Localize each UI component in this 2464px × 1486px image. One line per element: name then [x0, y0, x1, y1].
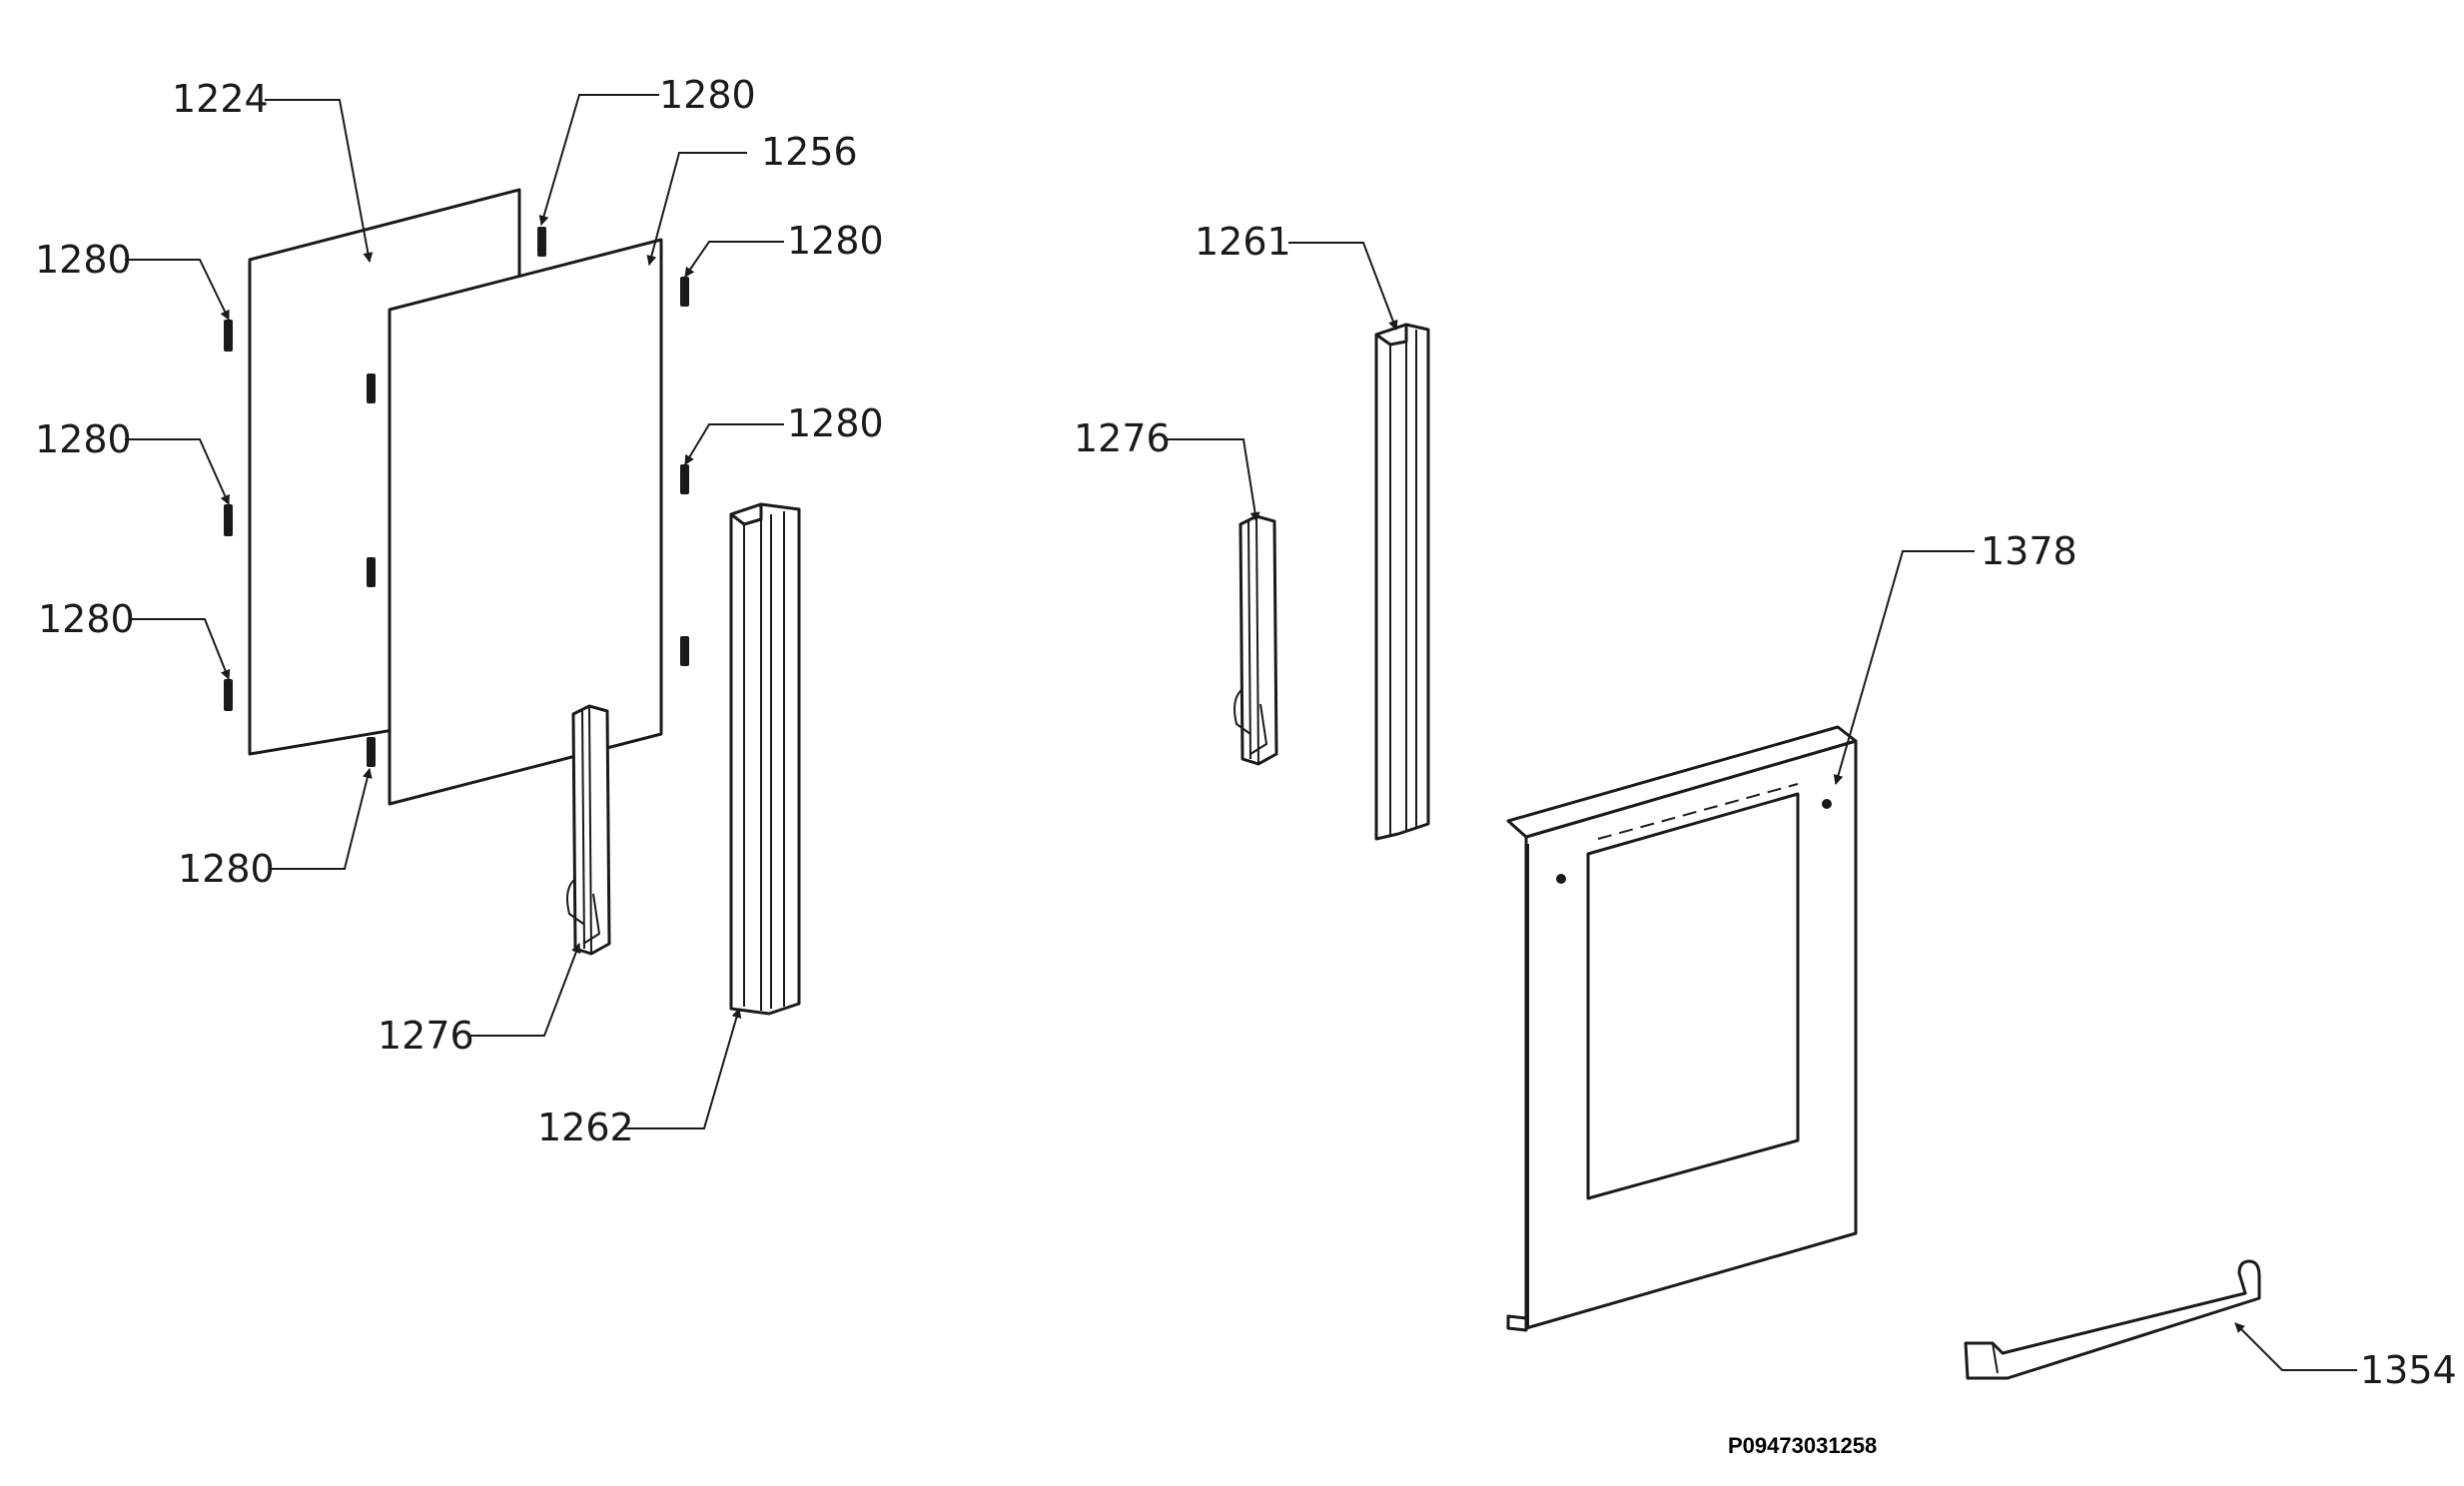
- handle-1354: [1964, 1259, 2261, 1380]
- side-bracket-1276-right: [1233, 514, 1278, 766]
- callout-1280-a: 1280: [35, 238, 132, 282]
- callout-1224: 1224: [172, 77, 269, 121]
- callout-1276-a: 1276: [378, 1014, 474, 1058]
- clips-1280-right: [537, 227, 689, 666]
- callout-1280-f: 1280: [787, 219, 884, 263]
- callout-1280-b: 1280: [35, 417, 132, 461]
- callout-1262: 1262: [537, 1106, 634, 1149]
- profile-1261: [1374, 323, 1430, 841]
- callout-1280-d: 1280: [178, 847, 275, 891]
- clips-1280-left: [224, 320, 233, 711]
- callout-1280-c: 1280: [38, 597, 135, 641]
- glass-panel-1256: [367, 238, 663, 806]
- callout-1354: 1354: [2360, 1348, 2457, 1392]
- callout-1378: 1378: [1981, 529, 2077, 573]
- callout-1261: 1261: [1195, 220, 1291, 264]
- side-bracket-1276-left: [566, 704, 611, 956]
- callout-1280-g: 1280: [787, 401, 884, 445]
- door-frame-1378: [1506, 725, 1858, 1332]
- callout-1280-e: 1280: [659, 73, 756, 117]
- profile-1262: [729, 502, 801, 1016]
- callout-1256: 1256: [761, 130, 858, 174]
- leader-lines: [125, 94, 2357, 1371]
- document-id: P09473031258: [1728, 1433, 1877, 1458]
- callout-1276-b: 1276: [1074, 416, 1171, 460]
